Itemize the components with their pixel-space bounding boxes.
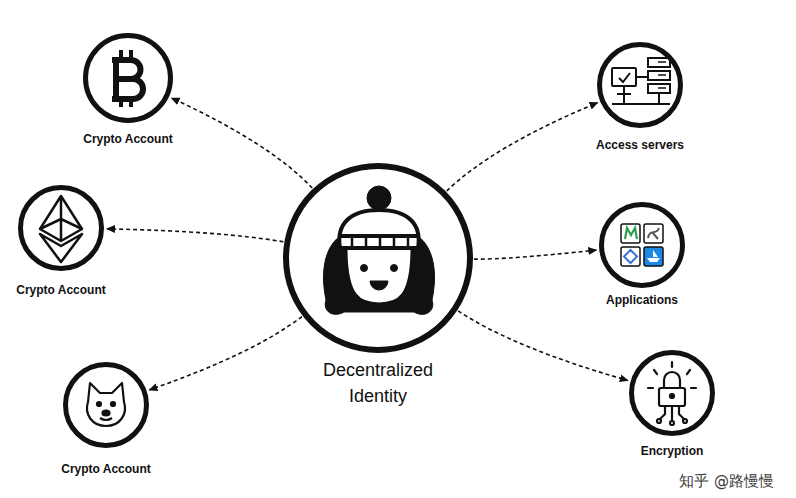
ethereum-symbol [40, 196, 82, 262]
dashed-arrow [107, 229, 283, 242]
watermark: 知乎 @路慢慢 [679, 472, 774, 491]
circle-border [66, 365, 147, 446]
circle-border [286, 166, 470, 350]
circle-outline [83, 33, 173, 123]
bitcoin-symbol [112, 50, 143, 107]
circle-border [86, 36, 171, 121]
service-circle: Crypto Account [63, 362, 149, 448]
node-label: Crypto Account [61, 462, 151, 478]
service-circle: Crypto Account [18, 185, 104, 271]
avatar-illustration [323, 186, 434, 314]
node-label: Applications [606, 293, 678, 309]
dashed-arrow [458, 311, 628, 380]
circle-border [600, 45, 681, 126]
dashed-arrow [172, 98, 313, 188]
identity-circle: Decentralized Identity [283, 163, 473, 353]
node-label: Access servers [596, 138, 684, 154]
circle-border [21, 188, 102, 269]
node-label: Crypto Account [16, 283, 106, 299]
circle-outline [597, 42, 683, 128]
lock-symbol [648, 362, 696, 425]
node-title: Decentralized Identity [303, 357, 453, 409]
dashed-arrow [149, 317, 301, 390]
service-circle: Access servers [597, 42, 683, 128]
doge-symbol [87, 383, 125, 426]
dashed-arrow [474, 250, 596, 259]
node-label: Encryption [641, 444, 704, 460]
circle-outline [63, 362, 149, 448]
service-circle: Applications [599, 202, 685, 288]
circle-border [602, 205, 683, 286]
node-label: Crypto Account [83, 132, 173, 148]
app-icons [621, 224, 663, 266]
circle-border [632, 353, 713, 434]
dashed-arrow [447, 103, 598, 191]
circle-outline [629, 350, 715, 436]
service-circle: Encryption [629, 350, 715, 436]
circle-outline [283, 163, 473, 353]
service-circle: Crypto Account [83, 33, 173, 123]
circle-outline [18, 185, 104, 271]
server-symbol [612, 58, 670, 104]
circle-outline [599, 202, 685, 288]
